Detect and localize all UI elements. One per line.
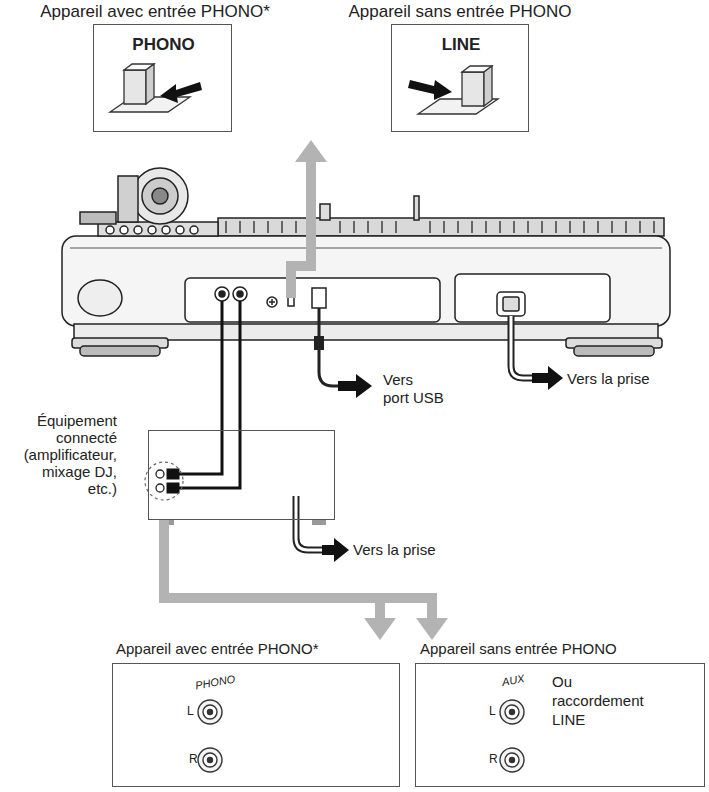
destination-text: Vers la prise [567, 370, 650, 387]
box-heading: Appareil avec entrée PHONO* [40, 2, 270, 22]
device-box: Appareil sans entrée PHONO LINE [349, 2, 572, 132]
destination-label: Vers la prise [353, 541, 436, 559]
device-box: Appareil sans entrée PHONO AUX L R Ou raccor… [415, 640, 705, 787]
box-frame: AUX L R Ou raccordement LINE [415, 663, 705, 787]
input-name: PHONO [194, 673, 236, 692]
destination-text: Vers la prise [353, 541, 436, 558]
equipment-power-cable [296, 496, 349, 562]
equipment-label: Équipement connecté (amplificateur, mixa… [17, 412, 117, 497]
box-frame: PHONOL R [112, 663, 400, 787]
destination-text: Vers port USB [383, 371, 444, 406]
audio-cable [168, 301, 240, 492]
switch-arrow [291, 140, 327, 298]
switch-line-picture [408, 66, 498, 114]
box-heading: Appareil sans entrée PHONO [349, 2, 572, 22]
arrow-head [364, 618, 396, 640]
device-box: Appareil avec entrée PHONO* PHONO [40, 2, 270, 132]
line-spacer [435, 371, 449, 387]
usb-cable [314, 308, 372, 398]
equipment-box [148, 430, 335, 520]
arrow-shaft [164, 520, 432, 620]
turntable [62, 168, 670, 356]
destination-label: Vers port USB [383, 371, 449, 407]
arrow-shaft [164, 520, 380, 620]
channel-name: L [489, 705, 496, 719]
channel-name: L [187, 705, 194, 719]
destination-label: Vers la prise [567, 370, 650, 388]
note-text: Ou raccordement LINE [552, 672, 652, 729]
input-name: AUX [501, 672, 525, 688]
box-heading: Appareil sans entrée PHONO [420, 640, 617, 658]
box-heading: Appareil avec entrée PHONO* [116, 640, 319, 658]
arrow-head [416, 618, 448, 640]
channel-name: R [189, 753, 198, 767]
box-frame: LINE [391, 24, 529, 132]
device-box: Appareil avec entrée PHONO* PHONOL R [112, 640, 400, 787]
switch-position: PHONO [94, 35, 233, 55]
power-cable [511, 316, 563, 390]
switch-position: LINE [392, 35, 530, 55]
rca-jacks [198, 700, 524, 772]
switch-phono-picture [110, 64, 202, 112]
channel-name: R [489, 753, 498, 767]
device-box: Équipement connecté (amplificateur, mixa… [17, 410, 335, 520]
signal-arrow [164, 520, 448, 640]
box-frame: PHONO [93, 24, 232, 132]
signal-arrow [164, 520, 396, 640]
